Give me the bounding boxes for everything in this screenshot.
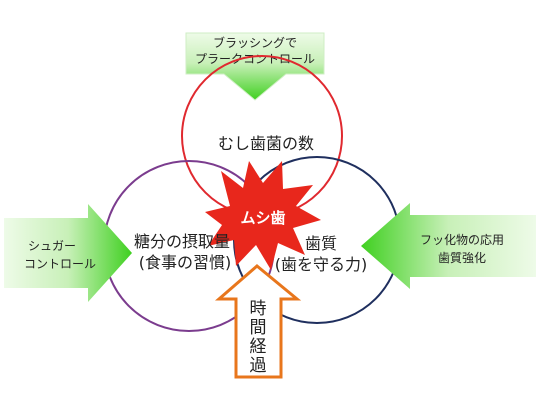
caries-label: ムシ歯 bbox=[240, 209, 285, 227]
tooth-quality-label-line2: (歯を守る力) bbox=[275, 255, 368, 274]
bacteria-count-label: むし歯菌の数 bbox=[218, 134, 314, 153]
time-char-4: 過 bbox=[250, 356, 267, 376]
sugar-control-arrow: シュガー コントロール bbox=[4, 204, 132, 302]
brushing-arrow: ブラッシングで プラークコントロール bbox=[185, 32, 325, 101]
brushing-label-line2: プラークコントロール bbox=[195, 52, 315, 66]
time-char-3: 経 bbox=[250, 337, 267, 357]
fluoride-label-line2: 歯質強化 bbox=[438, 250, 486, 265]
fluoride-label-line1: フッ化物の応用 bbox=[420, 233, 504, 247]
time-char-2: 間 bbox=[250, 318, 267, 338]
sugar-control-label-line1: シュガー bbox=[28, 239, 76, 253]
time-elapsed-arrow-shape bbox=[214, 264, 302, 379]
time-char-1: 時 bbox=[250, 299, 267, 319]
sugar-control-arrow-shape bbox=[4, 204, 132, 302]
brushing-label-line1: ブラッシングで bbox=[213, 35, 297, 50]
time-elapsed-arrow: 時 間 経 過 bbox=[214, 264, 302, 379]
caries-burst: ムシ歯 bbox=[205, 161, 321, 270]
fluoride-arrow-shape bbox=[361, 203, 536, 289]
sugar-intake-label-line1: 糖分の摂取量 bbox=[134, 232, 230, 251]
brushing-arrow-shape bbox=[185, 32, 325, 101]
tooth-quality-label-line1: 歯質 bbox=[305, 234, 337, 253]
sugar-control-label-line2: コントロール bbox=[24, 257, 96, 271]
fluoride-arrow: フッ化物の応用 歯質強化 bbox=[361, 203, 536, 289]
sugar-intake-label-line2: (食事の習慣) bbox=[139, 253, 232, 272]
caries-burst-shape bbox=[205, 161, 321, 270]
